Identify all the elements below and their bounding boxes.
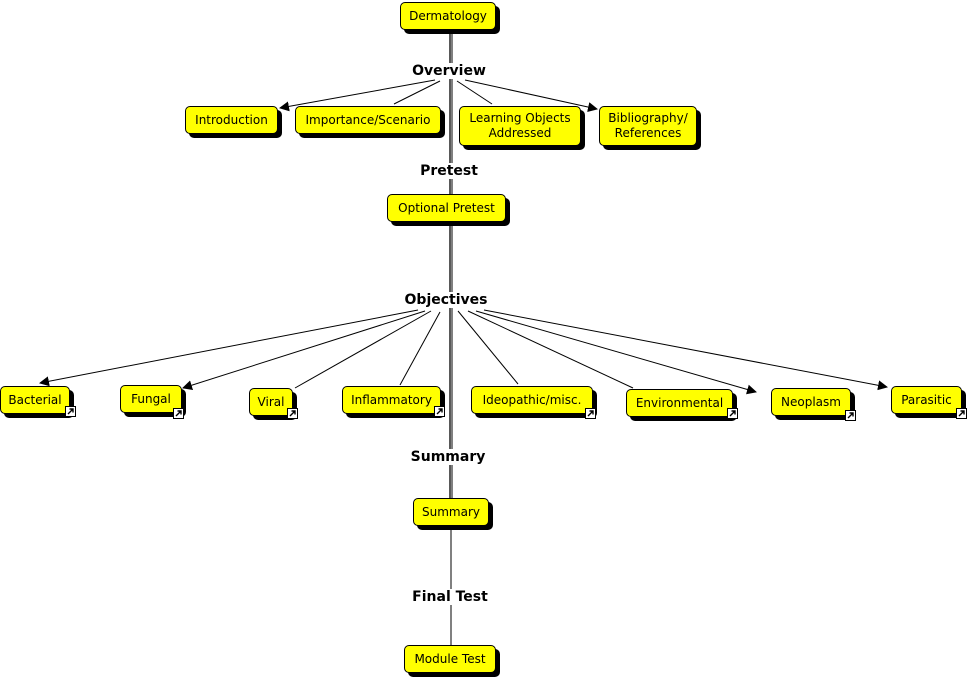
node-parasitic[interactable]: Parasitic [891,386,962,414]
node-summary[interactable]: Summary [413,498,489,526]
node-introduction[interactable]: Introduction [185,106,278,134]
link-overview-importance [393,80,441,105]
link-overview-introduction [279,79,436,112]
phrase-final-test: Final Test [411,589,489,605]
shortcut-arrow-icon[interactable] [65,406,76,417]
link-objectives-fungal [182,310,426,391]
link-objectives-viral [294,310,432,389]
link-overview-learning [456,80,493,105]
node-inflammatory[interactable]: Inflammatory [342,386,441,414]
phrase-summary: Summary [409,449,487,465]
link-objectives-inflammatory [399,311,441,386]
link-objectives-ideopathic [457,310,519,385]
shortcut-arrow-icon[interactable] [434,406,445,417]
shortcut-arrow-icon[interactable] [956,408,967,419]
node-bacterial[interactable]: Bacterial [0,386,70,414]
node-module-test[interactable]: Module Test [404,645,496,673]
shortcut-arrow-icon[interactable] [585,408,596,419]
node-optional-pretest[interactable]: Optional Pretest [387,194,506,222]
node-importance-scenario[interactable]: Importance/Scenario [295,106,441,134]
phrase-overview: Overview [411,63,487,79]
node-ideopathic-misc[interactable]: Ideopathic/misc. [471,386,593,414]
shortcut-arrow-icon[interactable] [173,408,184,419]
link-objectives-environmental [467,310,634,389]
phrase-objectives: Objectives [403,292,489,308]
node-learning-objects[interactable]: Learning Objects Addressed [459,106,581,146]
node-dermatology[interactable]: Dermatology [400,2,496,30]
shortcut-arrow-icon[interactable] [287,408,298,419]
link-overview-bibliography [464,79,598,112]
shortcut-arrow-icon[interactable] [727,408,738,419]
link-objectives-parasitic [483,309,888,391]
link-objectives-bacterial [39,309,419,387]
node-environmental[interactable]: Environmental [626,389,733,417]
phrase-pretest: Pretest [419,163,479,179]
link-objectives-neoplasm [475,310,757,395]
node-fungal[interactable]: Fungal [120,385,182,413]
node-viral[interactable]: Viral [249,388,293,416]
node-bibliography[interactable]: Bibliography/ References [599,106,697,146]
node-neoplasm[interactable]: Neoplasm [771,388,851,416]
shortcut-arrow-icon[interactable] [845,410,856,421]
